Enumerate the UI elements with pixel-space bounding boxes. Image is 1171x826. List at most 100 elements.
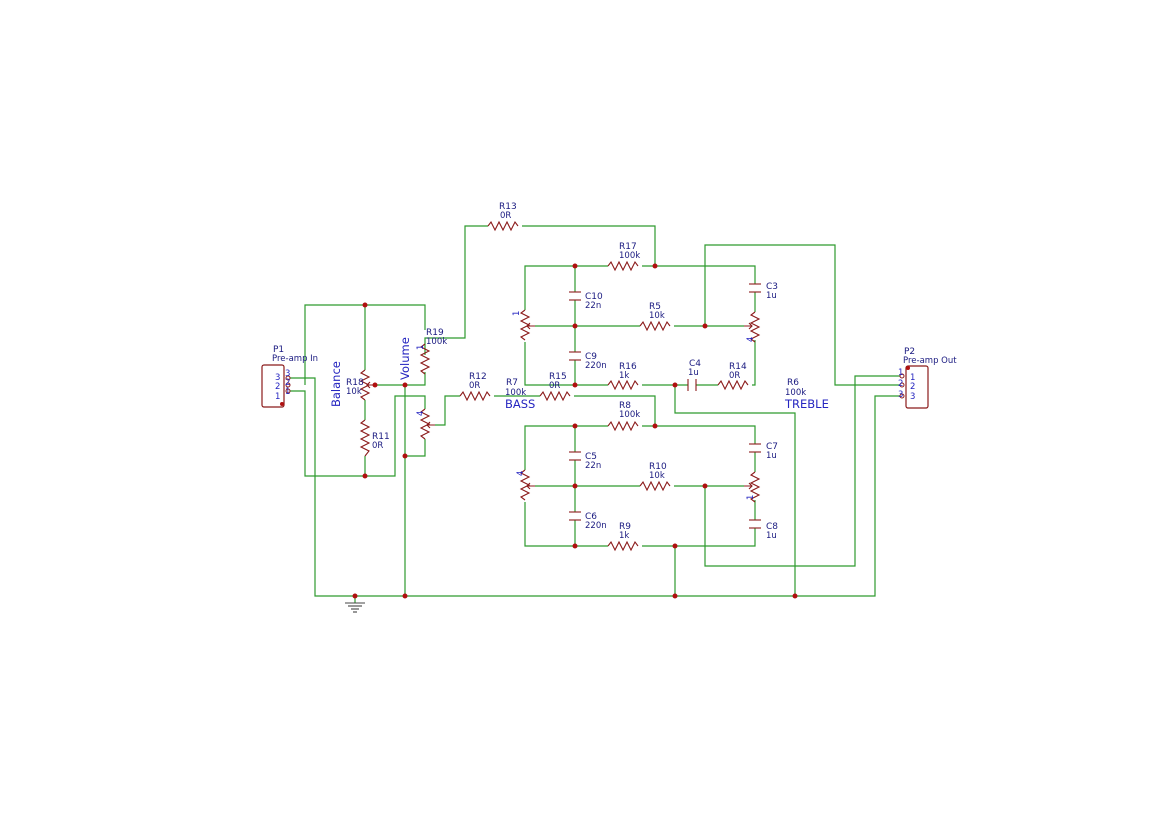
label-r6-ref: R6: [787, 378, 799, 388]
label-c8-value: 1u: [766, 531, 777, 541]
label-p1-ref: P1: [273, 345, 284, 355]
label-c5-value: 22n: [585, 461, 601, 471]
resistor-r16: [607, 379, 639, 391]
pot-treble-upper: [749, 311, 761, 343]
capacitor-c3: [749, 283, 761, 293]
p2-pin-3: 3: [910, 392, 915, 402]
label-c7-ref: C7: [766, 442, 778, 452]
label-r15-ref: R15: [549, 372, 567, 382]
p1-pin-3: 3: [275, 373, 280, 383]
label-r5-ref: R5: [649, 302, 661, 312]
p1-pin-2: 2: [275, 382, 280, 392]
resistor-r12: [459, 390, 491, 402]
pot-r19: [419, 343, 431, 375]
label-c6-value: 220n: [585, 521, 607, 531]
connector-p2: 1 2 3 1 2 3: [898, 365, 929, 409]
labels: R13 0R R17 100k C10 22n R5 10k C3 1u C9 …: [272, 202, 957, 541]
capacitor-c8: [749, 519, 761, 529]
label-r9-ref: R9: [619, 522, 631, 532]
label-c10-value: 22n: [585, 301, 601, 311]
resistor-r11: [359, 419, 371, 457]
p1-pin-label-2: 2: [285, 378, 290, 388]
pot-r19-pin: 1: [416, 345, 426, 350]
label-r11-value: 0R: [372, 441, 383, 451]
label-r14-ref: R14: [729, 362, 747, 372]
resistor-r17: [607, 260, 639, 272]
label-r19-ref: R19: [426, 328, 444, 338]
label-r12-ref: R12: [469, 372, 487, 382]
pot-treble-lower-pin: 1: [746, 495, 756, 500]
pot-volume-lower-pin: 4: [416, 411, 426, 416]
label-r17-value: 100k: [619, 251, 640, 261]
label-r12-value: 0R: [469, 381, 480, 391]
pot-bass-upper-pin: 1: [512, 311, 522, 316]
label-r13-value: 0R: [500, 211, 511, 221]
label-r10-value: 10k: [649, 471, 665, 481]
pot-bass-upper: [519, 309, 531, 341]
label-r14-value: 0R: [729, 371, 740, 381]
label-c5-ref: C5: [585, 452, 597, 462]
label-c7-value: 1u: [766, 451, 777, 461]
junctions: [352, 263, 798, 599]
label-r17-ref: R17: [619, 242, 637, 252]
capacitor-c6: [569, 511, 581, 521]
label-r7-ref: R7: [506, 378, 518, 388]
label-p2-name: Pre-amp Out: [903, 356, 957, 366]
wires: [290, 225, 900, 603]
capacitor-c4: [687, 379, 697, 391]
label-r15-value: 0R: [549, 381, 560, 391]
p1-pin-label-1: 1: [285, 387, 290, 397]
resistors: [359, 220, 761, 552]
label-r18-ref: R18: [346, 378, 364, 388]
label-r7-value: 100k: [505, 388, 526, 398]
ground-symbol: [345, 602, 365, 613]
pot-treble-upper-pin: 4: [746, 337, 756, 342]
resistor-r10: [639, 480, 671, 492]
label-c4-ref: C4: [689, 359, 701, 369]
pot-treble-lower: [749, 471, 761, 503]
resistor-r8: [607, 420, 639, 432]
label-r5-value: 10k: [649, 311, 665, 321]
p2-pin-label-2: 2: [898, 379, 903, 389]
label-c3-ref: C3: [766, 282, 778, 292]
label-r16-value: 1k: [619, 371, 629, 381]
pot-bass-lower: [519, 469, 531, 501]
label-r13-ref: R13: [499, 202, 517, 212]
label-r18-value: 10k: [346, 387, 362, 397]
label-r11-ref: R11: [372, 432, 390, 442]
label-c6-ref: C6: [585, 512, 597, 522]
note-treble: TREBLE: [784, 397, 829, 411]
pot-volume-lower: [419, 408, 431, 440]
label-r10-ref: R10: [649, 462, 667, 472]
connector-p1: 3 2 1 3 2 1: [261, 364, 291, 408]
p1-pin-label-3: 3: [285, 369, 290, 379]
capacitors: [569, 283, 761, 529]
label-c3-value: 1u: [766, 291, 777, 301]
p2-pin-label-1: 1: [898, 368, 903, 378]
label-c10-ref: C10: [585, 292, 603, 302]
resistor-r9: [607, 540, 639, 552]
label-r9-value: 1k: [619, 531, 629, 541]
label-p1-name: Pre-amp In: [272, 354, 318, 364]
p1-pin-1: 1: [275, 392, 280, 402]
label-r6-value: 100k: [785, 388, 806, 398]
capacitor-c9: [569, 351, 581, 361]
resistor-r15: [539, 390, 571, 402]
p2-pin-1: 1: [910, 373, 915, 383]
label-r8-ref: R8: [619, 401, 631, 411]
label-p2-ref: P2: [904, 347, 915, 357]
note-balance: Balance: [329, 361, 343, 407]
note-bass: BASS: [505, 397, 535, 411]
resistor-r5: [639, 320, 671, 332]
label-c9-value: 220n: [585, 361, 607, 371]
capacitor-c7: [749, 443, 761, 453]
label-r16-ref: R16: [619, 362, 637, 372]
label-c9-ref: C9: [585, 352, 597, 362]
resistor-r14: [717, 379, 749, 391]
label-c4-value: 1u: [688, 368, 699, 378]
label-c8-ref: C8: [766, 522, 778, 532]
p2-pin-2: 2: [910, 382, 915, 392]
note-volume: Volume: [398, 337, 412, 380]
capacitor-c5: [569, 451, 581, 461]
